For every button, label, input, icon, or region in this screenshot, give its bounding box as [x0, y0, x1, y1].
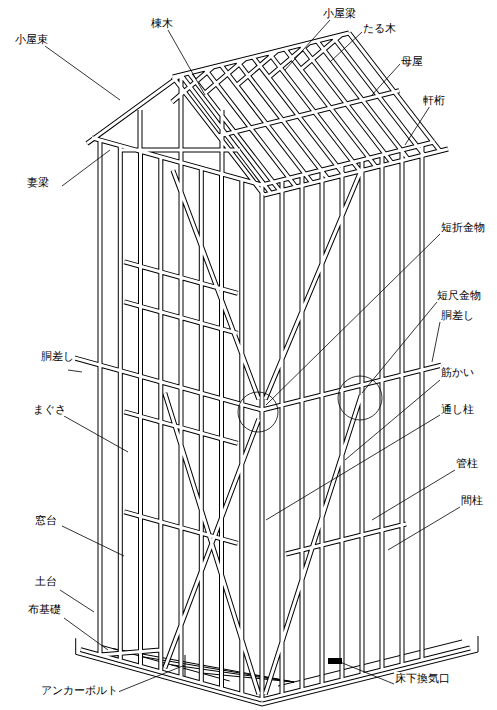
- part-label: 筋かい: [440, 366, 475, 379]
- leader-line: [266, 234, 440, 405]
- leader-line: [68, 370, 82, 372]
- part-label: 小屋梁: [322, 7, 357, 20]
- fitting-circle: [338, 376, 382, 420]
- part-label: 母屋: [400, 55, 424, 68]
- part-label: 通し柱: [440, 403, 475, 416]
- leader-line: [340, 662, 394, 684]
- leader-line: [372, 470, 455, 520]
- fitting-circle: [238, 392, 278, 432]
- leader-line: [388, 507, 460, 550]
- leader-line: [64, 618, 108, 650]
- frame-members-outline: [60, 33, 471, 700]
- part-label: 短尺金物: [436, 289, 482, 302]
- part-label: たる木: [362, 22, 397, 35]
- leader-line: [330, 32, 362, 62]
- leader-line: [60, 590, 94, 612]
- leader-line: [266, 415, 440, 520]
- part-label: 小屋束: [14, 33, 49, 46]
- leader-line: [62, 150, 110, 186]
- leader-line: [285, 20, 330, 70]
- vent-opening: [328, 658, 342, 664]
- part-label: 胴差し: [40, 350, 75, 363]
- part-label: まぐさ: [32, 403, 67, 416]
- leader-line: [405, 106, 430, 145]
- part-label: 土台: [34, 575, 58, 588]
- part-label: 妻梁: [26, 176, 50, 189]
- leader-line: [362, 302, 437, 393]
- part-label: 布基礎: [27, 603, 62, 616]
- leader-line: [64, 416, 128, 452]
- part-label: 間柱: [460, 494, 484, 507]
- part-label: 窓台: [34, 514, 58, 527]
- leader-line: [168, 30, 205, 95]
- frame-members-fill: [60, 33, 471, 700]
- part-label: 床下換気口: [394, 672, 451, 685]
- leader-line: [62, 526, 124, 556]
- part-label: 胴差し: [440, 309, 475, 322]
- part-label: 短折金物: [440, 221, 486, 234]
- leader-line: [118, 665, 185, 692]
- part-label: アンカーボルト: [40, 684, 119, 697]
- part-label: 管柱: [455, 457, 479, 470]
- part-label: 棟木: [150, 17, 174, 30]
- leader-line: [45, 46, 120, 100]
- leader-line: [432, 322, 440, 362]
- part-label: 軒桁: [422, 94, 446, 107]
- leader-line: [372, 64, 400, 95]
